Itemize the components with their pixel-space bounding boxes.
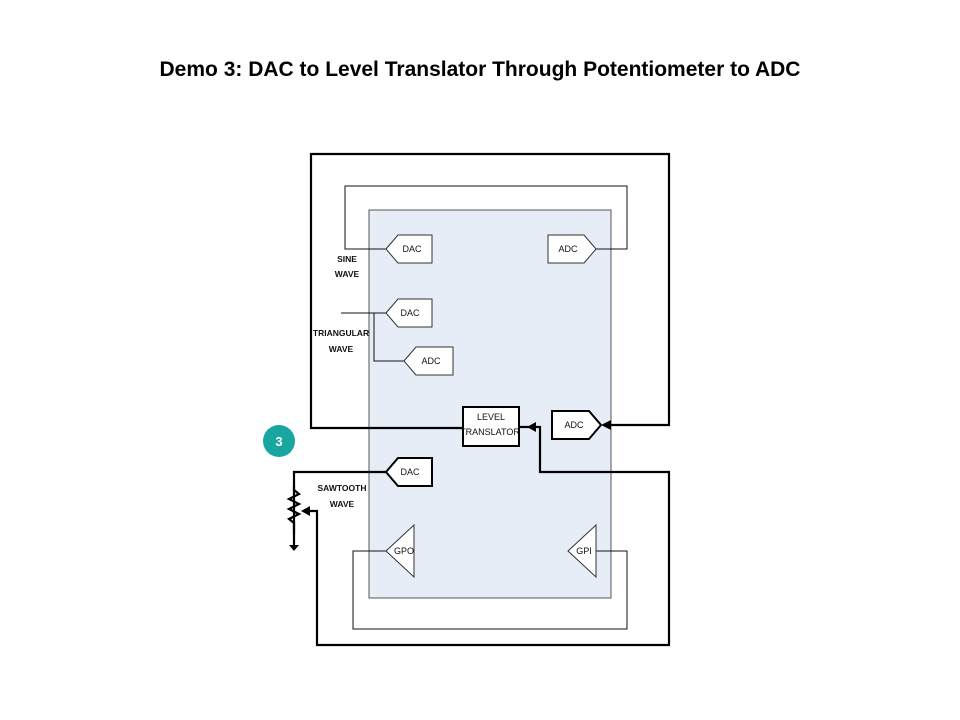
saw-label-1: SAWTOOTH bbox=[318, 483, 367, 493]
dac-tri-label: DAC bbox=[400, 308, 420, 318]
arrow-level-translator-in bbox=[527, 422, 536, 432]
sine-label-2: WAVE bbox=[335, 269, 360, 279]
gpi-label: GPI bbox=[576, 546, 592, 556]
dac-saw-block bbox=[384, 457, 433, 487]
wire-sine-loop bbox=[344, 185, 628, 250]
level-translator-label-2: TRANSLATOR bbox=[460, 427, 520, 437]
saw-label-2: WAVE bbox=[330, 499, 355, 509]
adc-top-block bbox=[547, 234, 597, 264]
step-badge bbox=[263, 425, 295, 457]
gpo-block bbox=[385, 523, 415, 579]
slide-title: Demo 3: DAC to Level Translator Through … bbox=[159, 58, 801, 81]
wire-thick-right-lower bbox=[304, 425, 671, 647]
gpo-label: GPO bbox=[394, 546, 414, 556]
adc-mid-block bbox=[551, 410, 603, 440]
tri-label-1: TRIANGULAR bbox=[313, 328, 369, 338]
adc-tri-label: ADC bbox=[421, 356, 441, 366]
adc-top-label: ADC bbox=[558, 244, 578, 254]
dac-sine-label: DAC bbox=[402, 244, 422, 254]
wire-thick-outer-top bbox=[309, 152, 671, 430]
step-badge-number: 3 bbox=[275, 434, 282, 449]
dac-sine-block bbox=[385, 234, 433, 264]
wire-thick-saw-loop bbox=[292, 470, 386, 534]
potentiometer bbox=[286, 486, 302, 534]
level-translator-label-1: LEVEL bbox=[477, 412, 505, 422]
ground-arrow bbox=[289, 545, 299, 551]
arrow-pot-wiper bbox=[301, 506, 310, 516]
adc-mid-label: ADC bbox=[564, 420, 584, 430]
dac-tri-block bbox=[385, 298, 433, 328]
sine-label-1: SINE bbox=[337, 254, 357, 264]
level-translator-block bbox=[462, 406, 520, 447]
wire-tri-to-adc bbox=[373, 313, 404, 362]
wire-gpio-loop bbox=[352, 550, 628, 630]
gpi-block bbox=[567, 523, 597, 579]
dac-saw-label: DAC bbox=[400, 467, 420, 477]
adc-tri-block bbox=[403, 346, 454, 376]
arrow-adc-mid bbox=[601, 420, 611, 430]
tri-label-2: WAVE bbox=[329, 344, 354, 354]
